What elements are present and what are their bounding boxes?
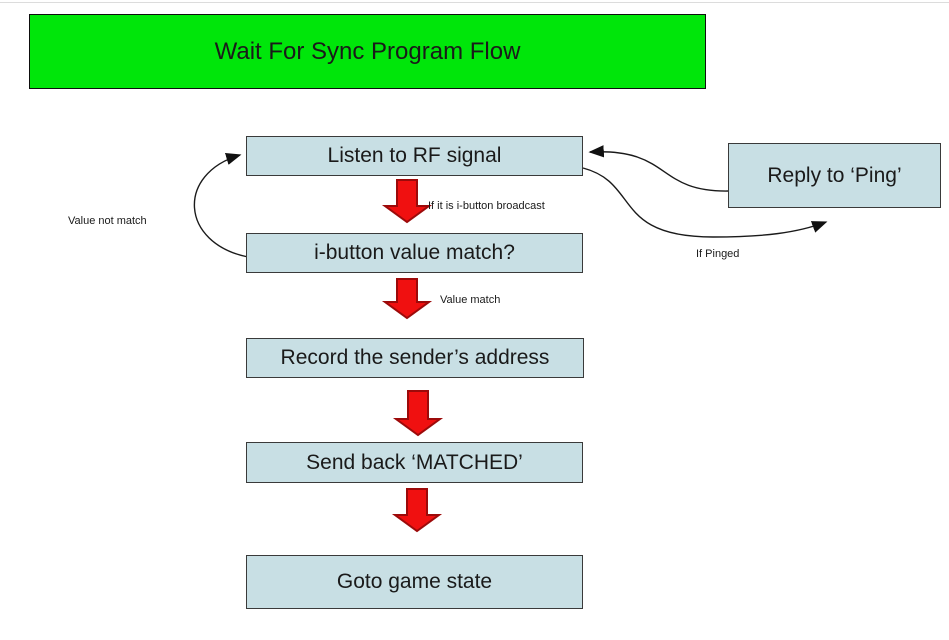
diagram-title: Wait For Sync Program Flow xyxy=(214,37,521,65)
node-label: Goto game state xyxy=(336,570,493,593)
curve-value-not-match xyxy=(193,153,249,258)
node-listen-to-rf-signal: Listen to RF signal xyxy=(246,136,583,176)
edge-label-value-match: Value match xyxy=(440,294,501,306)
curve-reply-to-listen xyxy=(588,145,729,192)
flow-arrow-listen-to-match xyxy=(381,179,433,224)
node-label: Listen to RF signal xyxy=(327,144,502,167)
node-label: i-button value match? xyxy=(314,241,515,264)
flow-arrow-match-to-record xyxy=(381,278,433,320)
node-label: Record the sender’s address xyxy=(280,346,550,369)
node-label: Send back ‘MATCHED’ xyxy=(306,450,523,474)
edge-label-if-pinged: If Pinged xyxy=(696,248,740,260)
node-ibutton-value-match: i-button value match? xyxy=(246,233,583,273)
node-record-senders-address: Record the sender’s address xyxy=(246,338,584,378)
edge-label-value-not-match: Value not match xyxy=(68,215,147,227)
curve-if-pinged xyxy=(582,167,828,238)
node-label: Reply to ‘Ping’ xyxy=(767,163,902,187)
flow-arrow-send-to-goto xyxy=(391,488,443,533)
node-reply-to-ping: Reply to ‘Ping’ xyxy=(728,143,941,208)
edge-label-if-i-button-broadcast: If it is i-button broadcast xyxy=(428,200,545,212)
node-send-back-matched: Send back ‘MATCHED’ xyxy=(246,442,583,483)
slide-top-border xyxy=(0,2,949,3)
node-goto-game-state: Goto game state xyxy=(246,555,583,609)
flow-arrow-record-to-send xyxy=(392,390,444,437)
diagram-title-box: Wait For Sync Program Flow xyxy=(29,14,706,89)
